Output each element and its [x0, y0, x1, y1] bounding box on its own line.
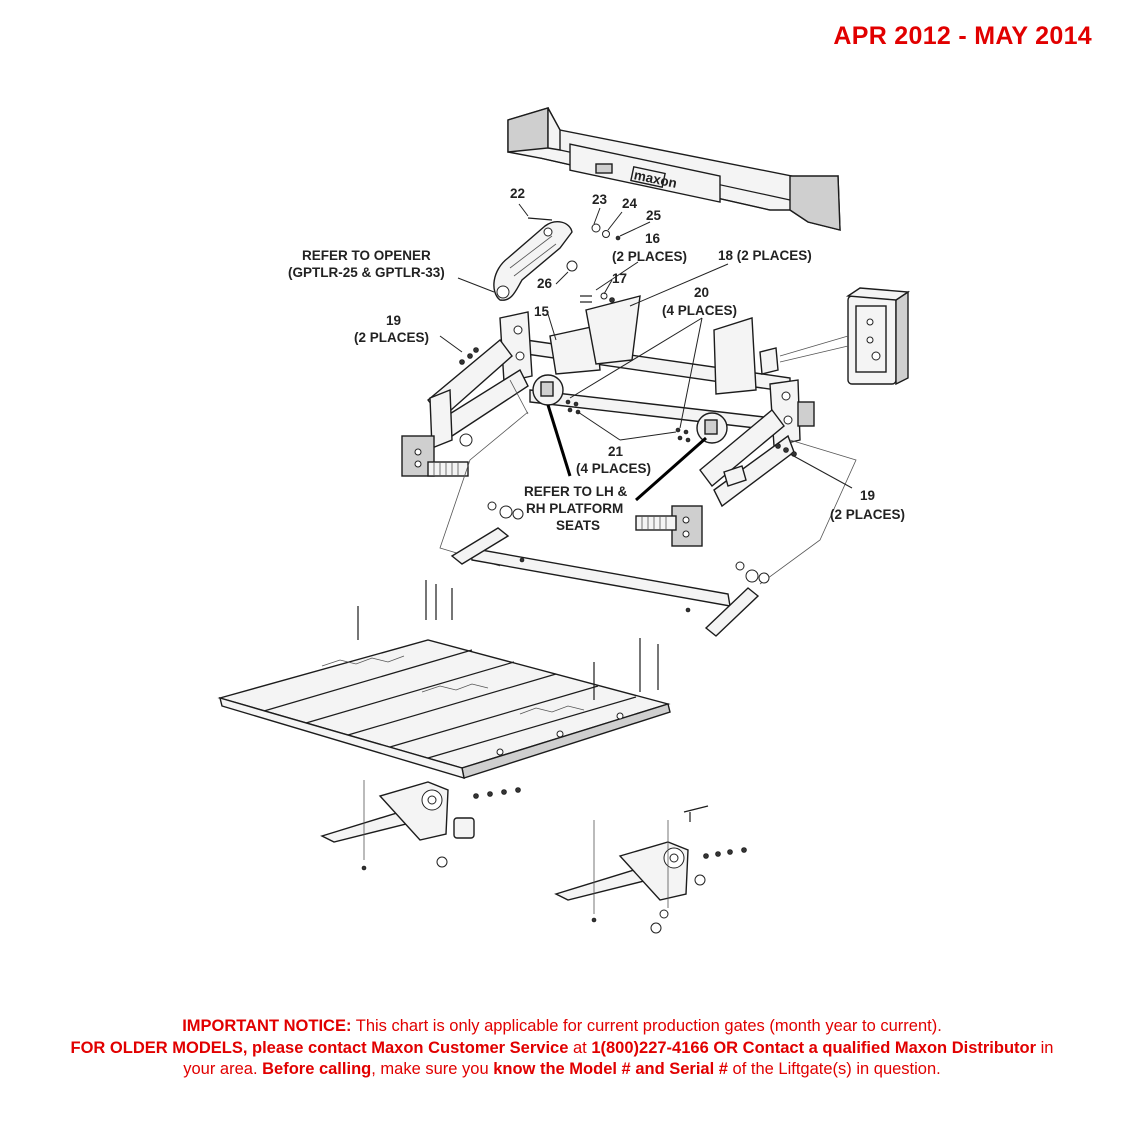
callout-22: 22: [510, 186, 525, 201]
notice-important-text: This chart is only applicable for curren…: [351, 1017, 942, 1035]
notice-area: in your area.: [183, 1038, 1054, 1079]
rh-platform-seat: [554, 805, 747, 934]
callout-17: 17: [612, 271, 627, 286]
callout-19-left-places: (2 PLACES): [354, 330, 429, 345]
exploded-parts-diagram: maxon: [217, 107, 911, 934]
callout-20: 20: [694, 285, 709, 300]
callout-19-right-places: (2 PLACES): [830, 507, 905, 522]
seats-reference-line3: SEATS: [556, 518, 600, 533]
opener-reference-line2: (GPTLR-25 & GPTLR-33): [288, 265, 445, 280]
callout-18: 18 (2 PLACES): [718, 248, 812, 263]
callout-19-right: 19: [860, 488, 875, 503]
callout-16: 16: [645, 231, 661, 246]
left-spring: [427, 461, 469, 477]
lh-platform-seat: [320, 780, 521, 871]
mounting-frame: maxon: [507, 107, 841, 231]
notice-make-sure: , make sure you: [371, 1060, 494, 1078]
notice-at: at: [568, 1038, 592, 1057]
callout-24: 24: [622, 196, 638, 211]
right-spring: [635, 515, 677, 531]
callout-15: 15: [534, 304, 550, 319]
seats-reference-line2: RH PLATFORM: [526, 501, 623, 516]
notice-model-serial: know the Model # and Serial #: [493, 1060, 728, 1078]
callout-21: 21: [608, 444, 624, 459]
leader-lines: [439, 203, 853, 502]
notice-end: of the Liftgate(s) in question.: [727, 1060, 941, 1078]
callout-19-left: 19: [386, 313, 401, 328]
callout-21-places: (4 PLACES): [576, 461, 651, 476]
notice-phone: 1(800)227-4166 OR Contact a qualified Ma…: [591, 1038, 1037, 1057]
opener-arm: [493, 221, 573, 301]
seats-reference-line1: REFER TO LH &: [524, 484, 628, 499]
callout-16-places: (2 PLACES): [612, 249, 687, 264]
date-range-title: APR 2012 - MAY 2014: [833, 22, 1092, 50]
callout-labels: 22 23 24 25 16 (2 PLACES) 18 (2 PLACES) …: [288, 186, 905, 533]
notice-older-models: FOR OLDER MODELS, please contact Maxon C…: [70, 1038, 569, 1057]
opener-reference-line1: REFER TO OPENER: [302, 248, 431, 263]
control-box: [759, 287, 911, 386]
notice-important-label: IMPORTANT NOTICE:: [182, 1017, 352, 1035]
callout-25: 25: [646, 208, 662, 223]
callout-26: 26: [537, 276, 553, 291]
platform: [217, 580, 671, 780]
hinge-bar: [450, 501, 770, 637]
callout-20-places: (4 PLACES): [662, 303, 737, 318]
important-notice: IMPORTANT NOTICE: This chart is only app…: [60, 1016, 1064, 1081]
callout-23: 23: [592, 192, 608, 207]
notice-before-calling: Before calling: [262, 1060, 372, 1078]
lift-mechanism: [401, 295, 815, 547]
